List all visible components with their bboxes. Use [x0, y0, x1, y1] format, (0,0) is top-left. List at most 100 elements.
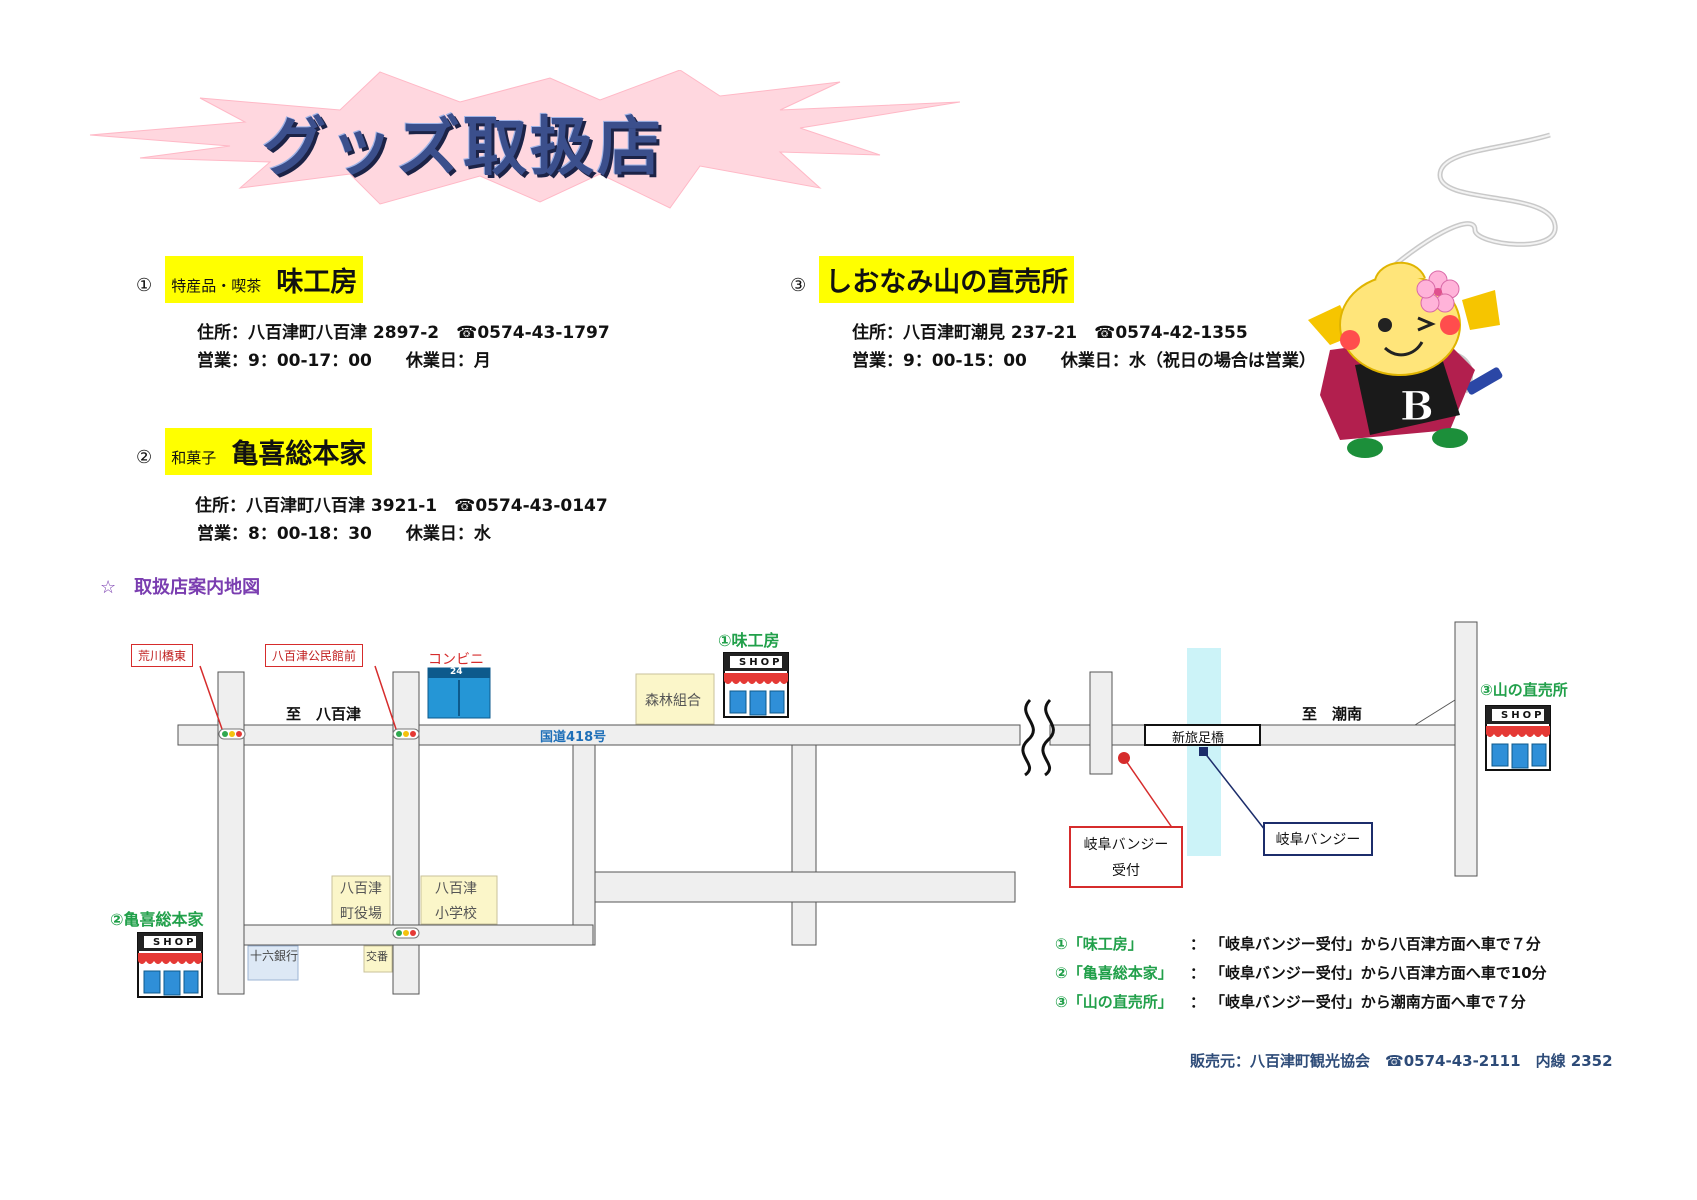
svg-text:B: B: [1400, 383, 1434, 430]
bungee-reception-box: 岐阜バンジー 受付: [1069, 826, 1183, 888]
footer-contact: 販売元：八百津町観光協会 ☎0574-43-2111 内線 2352: [1190, 1050, 1613, 1071]
shop-3-hours: 営業：9：00-15：00: [852, 351, 1027, 371]
to-yaotsu-label: 至 八百津: [286, 705, 362, 723]
shop-3-address-line: 住所：八百津町潮見 237-21 ☎0574-42-1355: [852, 318, 1248, 343]
title-burst-decoration: [89, 70, 960, 209]
phone-icon: ☎: [456, 323, 478, 343]
shop-2-name: 亀喜総本家: [231, 439, 367, 470]
bank-box: [247, 945, 299, 981]
legend-text-1: 「岐阜バンジー受付」から八百津方面へ車で７分: [1210, 935, 1541, 953]
shop-sign: SHOP: [153, 937, 197, 948]
shop-icon: SHOP: [1484, 704, 1552, 776]
page-title: グッズ取扱店: [262, 110, 664, 185]
police-box: [363, 945, 393, 973]
shop-2-heading: ② 和菓子 亀喜総本家: [136, 428, 373, 475]
shop-2-highlight: 和菓子 亀喜総本家: [165, 428, 373, 475]
shop-2-closed: 休業日：水: [405, 524, 491, 544]
shop-1-closed: 休業日：月: [405, 351, 491, 371]
convenience-sign: 24: [450, 667, 463, 677]
bridge-label: 新旅足橋: [1172, 731, 1225, 746]
bridge: [1144, 724, 1261, 746]
school-label-2: 小学校: [435, 906, 477, 922]
shop-3-closed: 休業日：水（祝日の場合は営業）: [1060, 351, 1316, 371]
legend-key-1: ①「味工房」: [1055, 935, 1143, 953]
legend-key-3: ③「山の直売所」: [1055, 993, 1173, 1011]
shop-2-category: 和菓子: [171, 449, 217, 467]
shop-3-phone: 0574-42-1355: [1115, 323, 1248, 343]
mascot-illustration: B: [1308, 132, 1558, 458]
convenience-label: コンビニ: [428, 652, 484, 668]
road-break-symbol: [1021, 698, 1055, 777]
footer-extension: 内線 2352: [1535, 1052, 1613, 1070]
shop-2-number: ②: [136, 447, 153, 468]
map-shop-2-label: ②亀喜総本家: [110, 910, 204, 929]
legend-row: ①「味工房」 ：「岐阜バンジー受付」から八百津方面へ車で７分: [1055, 933, 1541, 954]
shop-1-heading: ① 特産品・喫茶 味工房: [136, 256, 364, 303]
shop-1-phone: 0574-43-1797: [477, 323, 610, 343]
legend-row: ③「山の直売所」：「岐阜バンジー受付」から潮南方面へ車で７分: [1055, 991, 1526, 1012]
shop-sign: SHOP: [1501, 710, 1545, 721]
shop-3-number: ③: [790, 275, 807, 296]
footer-seller: 販売元：八百津町観光協会: [1190, 1052, 1371, 1070]
shop-1-name: 味工房: [276, 267, 358, 298]
school-box: [420, 875, 498, 925]
town-hall-label-2: 町役場: [340, 906, 382, 922]
forest-cooperative-box: [635, 673, 715, 725]
shop-2-hours-line: 営業：8：00-18：30 休業日：水: [197, 519, 491, 544]
shop-1-highlight: 特産品・喫茶 味工房: [165, 256, 364, 303]
shop-3-hours-line: 営業：9：00-15：00 休業日：水（祝日の場合は営業）: [852, 346, 1316, 371]
school-label-1: 八百津: [435, 881, 477, 897]
footer-phone: 0574-43-2111: [1403, 1052, 1521, 1070]
legend-key-2: ②「亀喜総本家」: [1055, 964, 1173, 982]
shop-3-heading: ③ しおなみ山の直売所: [790, 256, 1075, 303]
bungee-label: 岐阜バンジー: [1275, 832, 1361, 848]
shop-2-phone: 0574-43-0147: [475, 496, 608, 516]
road-segment: [791, 744, 817, 946]
map-heading: ☆ 取扱店案内地図: [100, 577, 261, 598]
shop-1-address-line: 住所：八百津町八百津 2897-2 ☎0574-43-1797: [197, 318, 610, 343]
shop-1-hours: 営業：9：00-17：00: [197, 351, 372, 371]
shop-1-category: 特産品・喫茶: [171, 277, 262, 295]
shop-icon: SHOP: [136, 931, 204, 1003]
shop-sign: SHOP: [739, 657, 783, 668]
shop-3-name: しおなみ山の直売所: [825, 267, 1069, 298]
phone-icon: ☎: [1385, 1052, 1404, 1070]
convenience-store-icon: [427, 667, 491, 719]
phone-icon: ☎: [1094, 323, 1116, 343]
legend-sep-1: ：: [1190, 935, 1206, 953]
bank-label: 十六銀行: [250, 949, 299, 963]
road-segment: [572, 744, 596, 946]
police-label: 交番: [366, 950, 388, 963]
signal-label-kominkan: 八百津公民館前: [265, 644, 364, 667]
legend-row: ②「亀喜総本家」 ：「岐阜バンジー受付」から八百津方面へ車で10分: [1055, 962, 1547, 983]
legend-text-3: 「岐阜バンジー受付」から潮南方面へ車で７分: [1210, 993, 1526, 1011]
town-hall-label-1: 八百津: [340, 881, 382, 897]
bungee-reception-marker: [1118, 752, 1130, 764]
shop-3-address: 住所：八百津町潮見 237-21: [852, 323, 1078, 343]
road-segment: [217, 671, 245, 995]
town-hall-box: [331, 875, 391, 925]
route-418-label: 国道418号: [540, 730, 607, 745]
shop-icon: SHOP: [722, 651, 790, 723]
bungee-reception-label-2: 受付: [1112, 863, 1140, 879]
bungee-marker: [1199, 747, 1208, 756]
road-segment: [392, 671, 420, 995]
shop-2-hours: 営業：8：00-18：30: [197, 524, 372, 544]
road-segment: [1454, 621, 1478, 877]
shop-1-number: ①: [136, 275, 153, 296]
bungee-reception-label-1: 岐阜バンジー: [1083, 837, 1169, 853]
to-shionan-label: 至 潮南: [1302, 705, 1363, 723]
road-segment: [1089, 671, 1113, 775]
shop-1-hours-line: 営業：9：00-17：00 休業日：月: [197, 346, 491, 371]
map-shop-1-label: ①味工房: [718, 631, 780, 650]
legend-text-2: 「岐阜バンジー受付」から八百津方面へ車で10分: [1210, 964, 1547, 982]
shop-2-address-line: 住所：八百津町八百津 3921-1 ☎0574-43-0147: [195, 491, 608, 516]
signal-label-arakawa: 荒川橋東: [131, 644, 194, 667]
legend-sep-2: ：: [1190, 964, 1206, 982]
forest-cooperative-label: 森林組合: [645, 693, 701, 709]
map-shop-3-label: ③山の直売所: [1480, 681, 1568, 699]
bungee-box: 岐阜バンジー: [1263, 822, 1373, 856]
phone-icon: ☎: [454, 496, 476, 516]
shop-3-highlight: しおなみ山の直売所: [819, 256, 1075, 303]
